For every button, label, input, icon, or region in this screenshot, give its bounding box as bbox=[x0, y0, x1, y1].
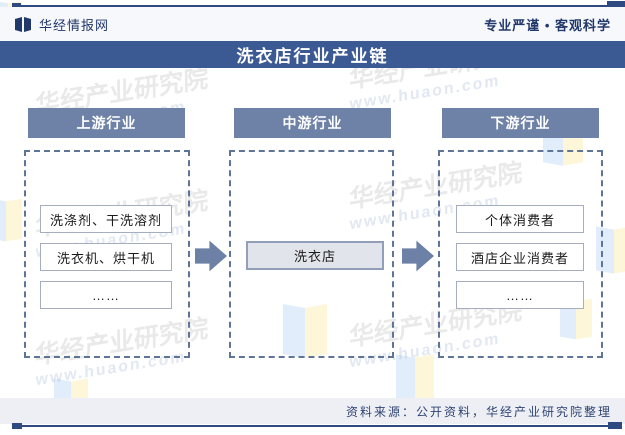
downstream-group-box bbox=[438, 150, 603, 358]
upstream-group-box bbox=[24, 150, 190, 358]
arrow-right-icon bbox=[195, 240, 227, 272]
page-title: 洗衣店行业产业链 bbox=[0, 41, 625, 68]
column-header-upstream: 上游行业 bbox=[28, 108, 185, 138]
bottom-divider-cap bbox=[12, 423, 22, 429]
arrow-right-icon bbox=[402, 240, 434, 272]
upstream-item-detergent: 洗涤剂、干洗溶剂 bbox=[40, 205, 172, 233]
brand[interactable]: 华经情报网 bbox=[14, 15, 109, 34]
source-bar: 资料来源：公开资料，华经产业研究院整理 bbox=[0, 398, 625, 424]
site-slogan: 专业严谨 • 客观科学 bbox=[484, 17, 611, 33]
downstream-item-ellipsis: …… bbox=[456, 281, 584, 309]
column-header-midstream: 中游行业 bbox=[234, 108, 391, 138]
huaon-logo-icon bbox=[14, 16, 32, 32]
midstream-group-box bbox=[229, 150, 394, 358]
downstream-item-hotel: 酒店企业消费者 bbox=[456, 243, 584, 271]
top-divider bbox=[12, 5, 607, 7]
bottom-divider-cap bbox=[608, 422, 622, 429]
source-text: 资料来源：公开资料，华经产业研究院整理 bbox=[345, 404, 612, 419]
downstream-item-individual: 个体消费者 bbox=[456, 205, 584, 233]
site-logo-text[interactable]: 华经情报网 bbox=[39, 17, 110, 33]
bottom-divider bbox=[12, 425, 612, 427]
column-header-downstream: 下游行业 bbox=[442, 108, 599, 138]
site-header: 华经情报网 专业严谨 • 客观科学 bbox=[0, 7, 625, 41]
midstream-item-laundry-store: 洗衣店 bbox=[246, 241, 384, 270]
top-divider-cap bbox=[607, 1, 625, 9]
upstream-item-machine: 洗衣机、烘干机 bbox=[40, 243, 172, 271]
watermark-logo-icon bbox=[396, 354, 434, 402]
upstream-item-ellipsis: …… bbox=[40, 281, 172, 309]
top-divider-cap bbox=[12, 3, 21, 8]
watermark-logo-icon bbox=[0, 198, 22, 242]
